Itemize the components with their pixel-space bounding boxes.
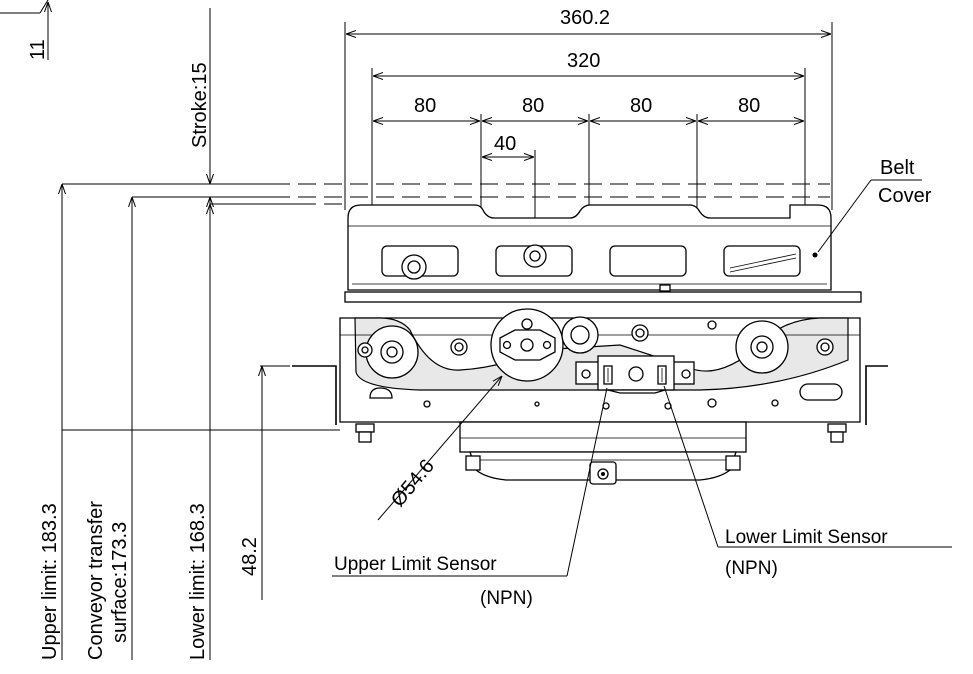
dim-pitch-3: 80 bbox=[630, 95, 652, 117]
belt-cover-label-line1: Belt bbox=[880, 157, 915, 179]
feet bbox=[355, 423, 847, 443]
dim-base-height: 48.2 bbox=[239, 537, 261, 576]
dim-pitch-2: 80 bbox=[522, 95, 544, 117]
dim-stroke: Stroke:15 bbox=[189, 62, 211, 148]
dim-lower-limit: Lower limit: 168.3 bbox=[187, 503, 209, 660]
top-left-fragment: 11 bbox=[0, 0, 49, 60]
width-dimensions: 360.2 320 80 80 80 80 40 bbox=[344, 7, 833, 240]
lower-sensor-type: (NPN) bbox=[725, 558, 778, 579]
upper-sensor-type: (NPN) bbox=[480, 588, 533, 609]
belt-cover-callout: Belt Cover bbox=[817, 157, 932, 253]
dim-transfer-line2: surface:173.3 bbox=[109, 522, 131, 643]
dim-pitch-1: 80 bbox=[414, 95, 436, 117]
sensor-callouts: Upper Limit Sensor (NPN) Lower Limit Sen… bbox=[332, 385, 952, 609]
dim-pitch-4: 80 bbox=[738, 95, 760, 117]
dim-upper-limit: Upper limit: 183.3 bbox=[39, 503, 61, 660]
belt-cover-label-line2: Cover bbox=[878, 185, 932, 207]
belt-cover bbox=[347, 204, 832, 292]
lower-sensor-label: Lower Limit Sensor bbox=[725, 527, 888, 548]
dim-transfer-line1: Conveyor transfer bbox=[85, 501, 107, 660]
dim-top-offset: 11 bbox=[27, 39, 49, 60]
height-dimensions: Upper limit: 183.3 Conveyor transfer sur… bbox=[39, 184, 262, 660]
upper-sensor-label: Upper Limit Sensor bbox=[334, 554, 497, 575]
level-lines bbox=[62, 183, 830, 431]
motor-unit bbox=[459, 421, 747, 485]
stroke-dimension: Stroke:15 bbox=[189, 8, 211, 430]
dim-pitch-total: 320 bbox=[567, 50, 600, 72]
dim-roller-diameter: Ø54.6 bbox=[387, 455, 439, 511]
dim-overall-width: 360.2 bbox=[560, 7, 610, 29]
dim-offset: 40 bbox=[494, 133, 516, 155]
main-frame bbox=[292, 291, 888, 425]
